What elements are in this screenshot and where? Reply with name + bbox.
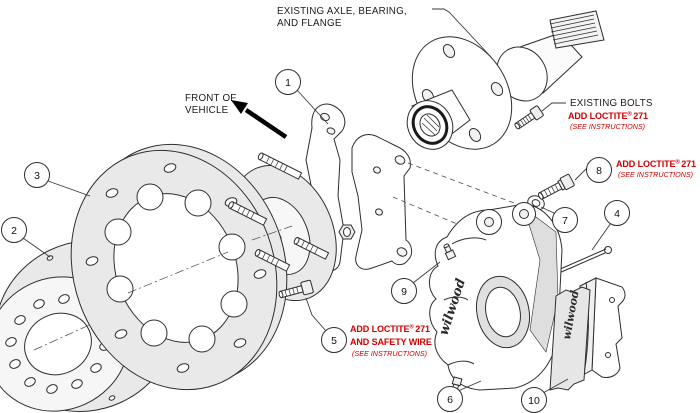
callout-number: 5 [331,335,337,347]
svg-text:ADD LOCTITE®271: ADD LOCTITE®271 [616,159,696,170]
front-label-line2: VEHICLE [185,105,229,116]
rotor-scallops [104,183,248,353]
existing-bolts-note: EXISTING BOLTS ADD LOCTITE®271 (SEE INST… [568,98,653,131]
pad-backing-plate [591,277,626,378]
callout-3: 3 [24,162,50,188]
caliper-bolt [537,173,575,200]
existing-bolts-label: EXISTING BOLTS [570,98,653,109]
callout-number: 4 [614,208,620,220]
callout-number: 2 [11,225,17,237]
axle-note-line1: EXISTING AXLE, BEARING, [277,6,407,17]
loctite-note-5: ADD LOCTITE®271 AND SAFETY WIRE (SEE INS… [350,324,432,359]
loctite-note-8: ADD LOCTITE®271 (SEE INSTRUCTIONS) [616,159,696,180]
callout-7: 7 [552,207,578,233]
brake-caliper: wilwood [429,202,563,394]
caliper-ear-inner [476,209,502,235]
wheel-studs [228,152,330,272]
axle-note: EXISTING AXLE, BEARING, AND FLANGE [277,6,407,29]
axle-spline [549,10,605,49]
callout-6: 6 [437,386,463,412]
svg-text:ADD LOCTITE®271: ADD LOCTITE®271 [350,324,430,335]
front-of-vehicle: FRONT OF VEHICLE [185,93,288,139]
bleed-screw-top [443,243,457,261]
brake-pads: wilwood [549,277,626,391]
see-instructions-8: (SEE INSTRUCTIONS) [618,170,693,179]
front-direction-arrow-icon [231,100,288,139]
see-instructions-5: (SEE INSTRUCTIONS) [352,349,427,358]
axle-bearing-flange [406,10,605,150]
callout-number: 8 [596,165,602,177]
callout-9: 9 [391,278,417,304]
caliper-ear-outer [512,202,536,226]
callout-10: 10 [521,387,547,413]
alignment-dash-1 [407,162,523,207]
loctite-note-bolts: ADD LOCTITE®271 [568,111,648,122]
front-label-line1: FRONT OF [185,93,237,104]
callout-leaders [22,8,612,394]
callout-number: 6 [447,394,453,406]
bracket-front-plate [351,134,413,270]
callout-number: 3 [34,170,40,182]
bracket-nut [338,224,356,240]
callout-1: 1 [275,69,301,95]
axle-note-line2: AND FLANGE [277,18,342,29]
existing-bolt [514,105,544,130]
pad-friction-plate [549,286,591,391]
callout-4: 4 [604,200,630,226]
safety-wire-label: AND SAFETY WIRE [350,337,432,347]
callout-number: 9 [401,286,407,298]
callout-5: 5 [321,327,347,353]
callout-2: 2 [1,217,27,243]
callout-number: 1 [285,77,291,89]
callout-number: 7 [562,215,568,227]
axle-bearing [406,100,454,150]
callout-8: 8 [586,157,612,183]
see-instructions-bolts: (SEE INSTRUCTIONS) [570,122,645,131]
safety-wire-bolt [278,279,314,299]
callout-number: 10 [528,395,540,407]
